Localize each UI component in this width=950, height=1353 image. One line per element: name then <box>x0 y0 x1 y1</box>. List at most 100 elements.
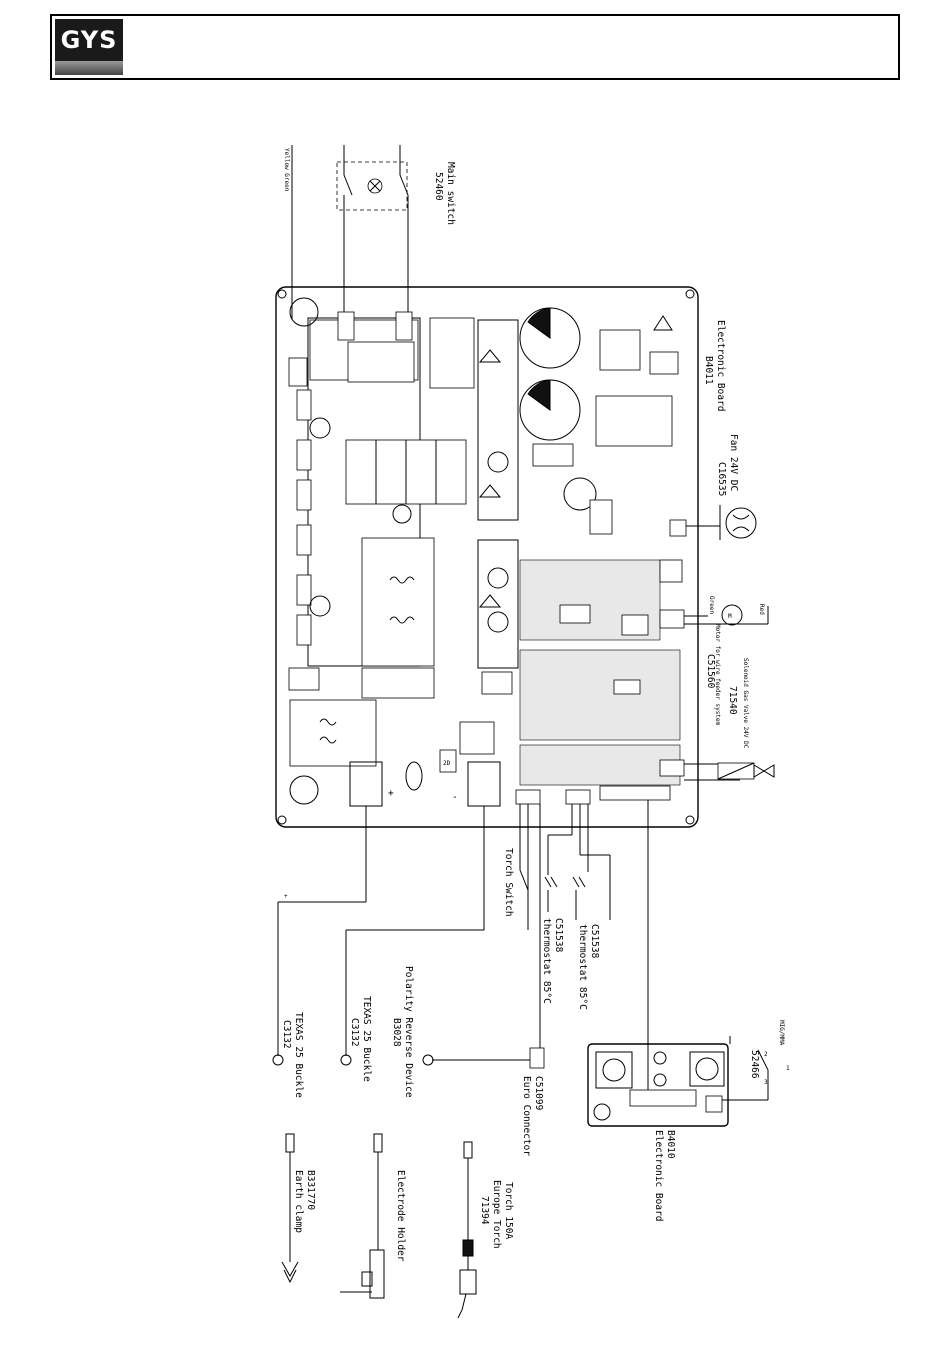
polarity-label: Polarity Reverse Device <box>403 966 414 1098</box>
valve-connector <box>659 759 685 777</box>
thermostat-1-icon <box>544 876 558 888</box>
motor-group: M <box>684 604 769 626</box>
earth-plug <box>285 1133 295 1153</box>
header-frame: GYS <box>50 14 900 80</box>
b4010-board <box>587 1036 769 1127</box>
solenoid-label: Solenoid Gas Valve 24V DC <box>742 658 749 749</box>
transformer <box>361 537 435 667</box>
transformer-coil-1 <box>389 576 415 584</box>
plus-terminal-label: + <box>388 788 394 799</box>
b4010-connector <box>629 1089 697 1107</box>
torch-handle <box>459 1269 477 1295</box>
polarity-icon <box>422 1054 434 1066</box>
warn-triangle-1 <box>478 349 502 363</box>
thermostat-1-label: thermostat 85°C <box>541 918 552 1004</box>
torch-switch-label: Torch Switch <box>503 848 514 917</box>
conn-6 <box>296 614 312 646</box>
texas-1-label: TEXAS 25 Buckle <box>293 1012 304 1098</box>
motor-m: M <box>728 613 732 620</box>
motor-connector <box>659 609 685 629</box>
polarity-ref: B3028 <box>391 1018 402 1047</box>
euro-ref: C51099 <box>533 1076 544 1111</box>
module-screw-2 <box>487 567 509 589</box>
smd-ic-2 <box>621 614 649 636</box>
mount-hole-br <box>685 815 695 825</box>
conn-3 <box>296 479 312 511</box>
pin-2: 2 <box>764 1051 768 1058</box>
electrode-handle <box>369 1249 385 1299</box>
fan-group <box>686 505 757 540</box>
ic-block <box>599 329 641 371</box>
smd-region-3 <box>519 744 681 786</box>
capacitor-1-mark <box>527 307 551 339</box>
fan-label: Fan 24V DC <box>728 434 739 491</box>
plus-wire-label: + <box>284 893 288 900</box>
b4010-screw-2 <box>653 1073 667 1087</box>
pot-2-icon <box>695 1057 719 1081</box>
crystal <box>405 761 423 791</box>
motor-red-label: Red <box>758 604 765 615</box>
pcb-outline <box>275 286 699 828</box>
electrode-jaw <box>361 1271 373 1287</box>
electrode-holder <box>340 1133 385 1299</box>
board-2d-label: 2D <box>443 760 451 767</box>
minus-terminal <box>467 761 501 807</box>
mig-mma-switch <box>757 1049 769 1071</box>
label-2d-box <box>439 749 457 773</box>
earth-ref: B331770 <box>305 1170 316 1210</box>
mount-hole-tr <box>685 289 695 299</box>
smd-ic-3 <box>613 679 641 695</box>
mount-hole-tl <box>277 289 287 299</box>
texas-1-ref: C3132 <box>281 1020 292 1049</box>
bridge-rectifier <box>429 317 475 389</box>
electronic-board-label: Electronic Board <box>715 320 726 412</box>
small-box <box>481 671 513 695</box>
switch-contact-right <box>399 174 409 196</box>
smd-ic-1 <box>559 604 591 624</box>
warn-triangle-3 <box>478 594 502 608</box>
main-switch-ref: 52460 <box>433 172 444 201</box>
big-screw-bottom <box>289 775 319 805</box>
motor-ref: C51560 <box>705 654 716 689</box>
main-switch-group <box>291 145 409 320</box>
b4010-outline <box>587 1043 729 1127</box>
logo-stripe <box>55 61 123 75</box>
main-switch-box <box>336 161 408 211</box>
valve-triangle-a <box>753 764 765 778</box>
electrode-plug <box>373 1133 383 1153</box>
earth-label: Earth clamp <box>293 1170 304 1233</box>
square-part <box>459 721 495 755</box>
earth-clamp <box>281 1133 299 1284</box>
thermostat-2-icon <box>572 876 586 888</box>
module-screw-1 <box>487 451 509 473</box>
capacitor-2-mark <box>527 379 551 411</box>
gys-logo: GYS <box>55 19 123 75</box>
buckle-2-icon <box>340 1054 352 1066</box>
motor-green-label: Green <box>708 596 715 614</box>
torch-line-2: Europe Torch <box>491 1180 502 1249</box>
pot-1-icon <box>602 1058 626 1082</box>
smd-ic-4 <box>659 559 683 583</box>
minus-terminal-label: - <box>452 792 458 803</box>
electronic-board-ref: B4011 <box>703 356 714 385</box>
thermostat-2-ref: C51538 <box>589 924 600 959</box>
b4010-label: Electronic Board <box>653 1130 664 1222</box>
torch-line-1: Torch 150A <box>503 1182 514 1239</box>
thermostat-1-ref: C51538 <box>553 918 564 953</box>
conn-2 <box>296 439 312 471</box>
pin-3: 3 <box>764 1079 768 1086</box>
pin-1: 1 <box>786 1065 790 1072</box>
shunt-block <box>361 667 435 699</box>
module-screw-3 <box>487 611 509 633</box>
logo-text: GYS <box>55 19 123 61</box>
opto-block <box>532 443 574 467</box>
texas-2-label: TEXAS 25 Buckle <box>361 996 372 1082</box>
big-screw-top <box>289 297 319 327</box>
choke-coil <box>319 718 337 744</box>
torch-collar <box>462 1239 474 1257</box>
conn-4 <box>296 524 312 556</box>
fan-blades <box>732 514 750 532</box>
fuse-left <box>337 311 355 341</box>
valve-triangle-b <box>763 764 775 778</box>
